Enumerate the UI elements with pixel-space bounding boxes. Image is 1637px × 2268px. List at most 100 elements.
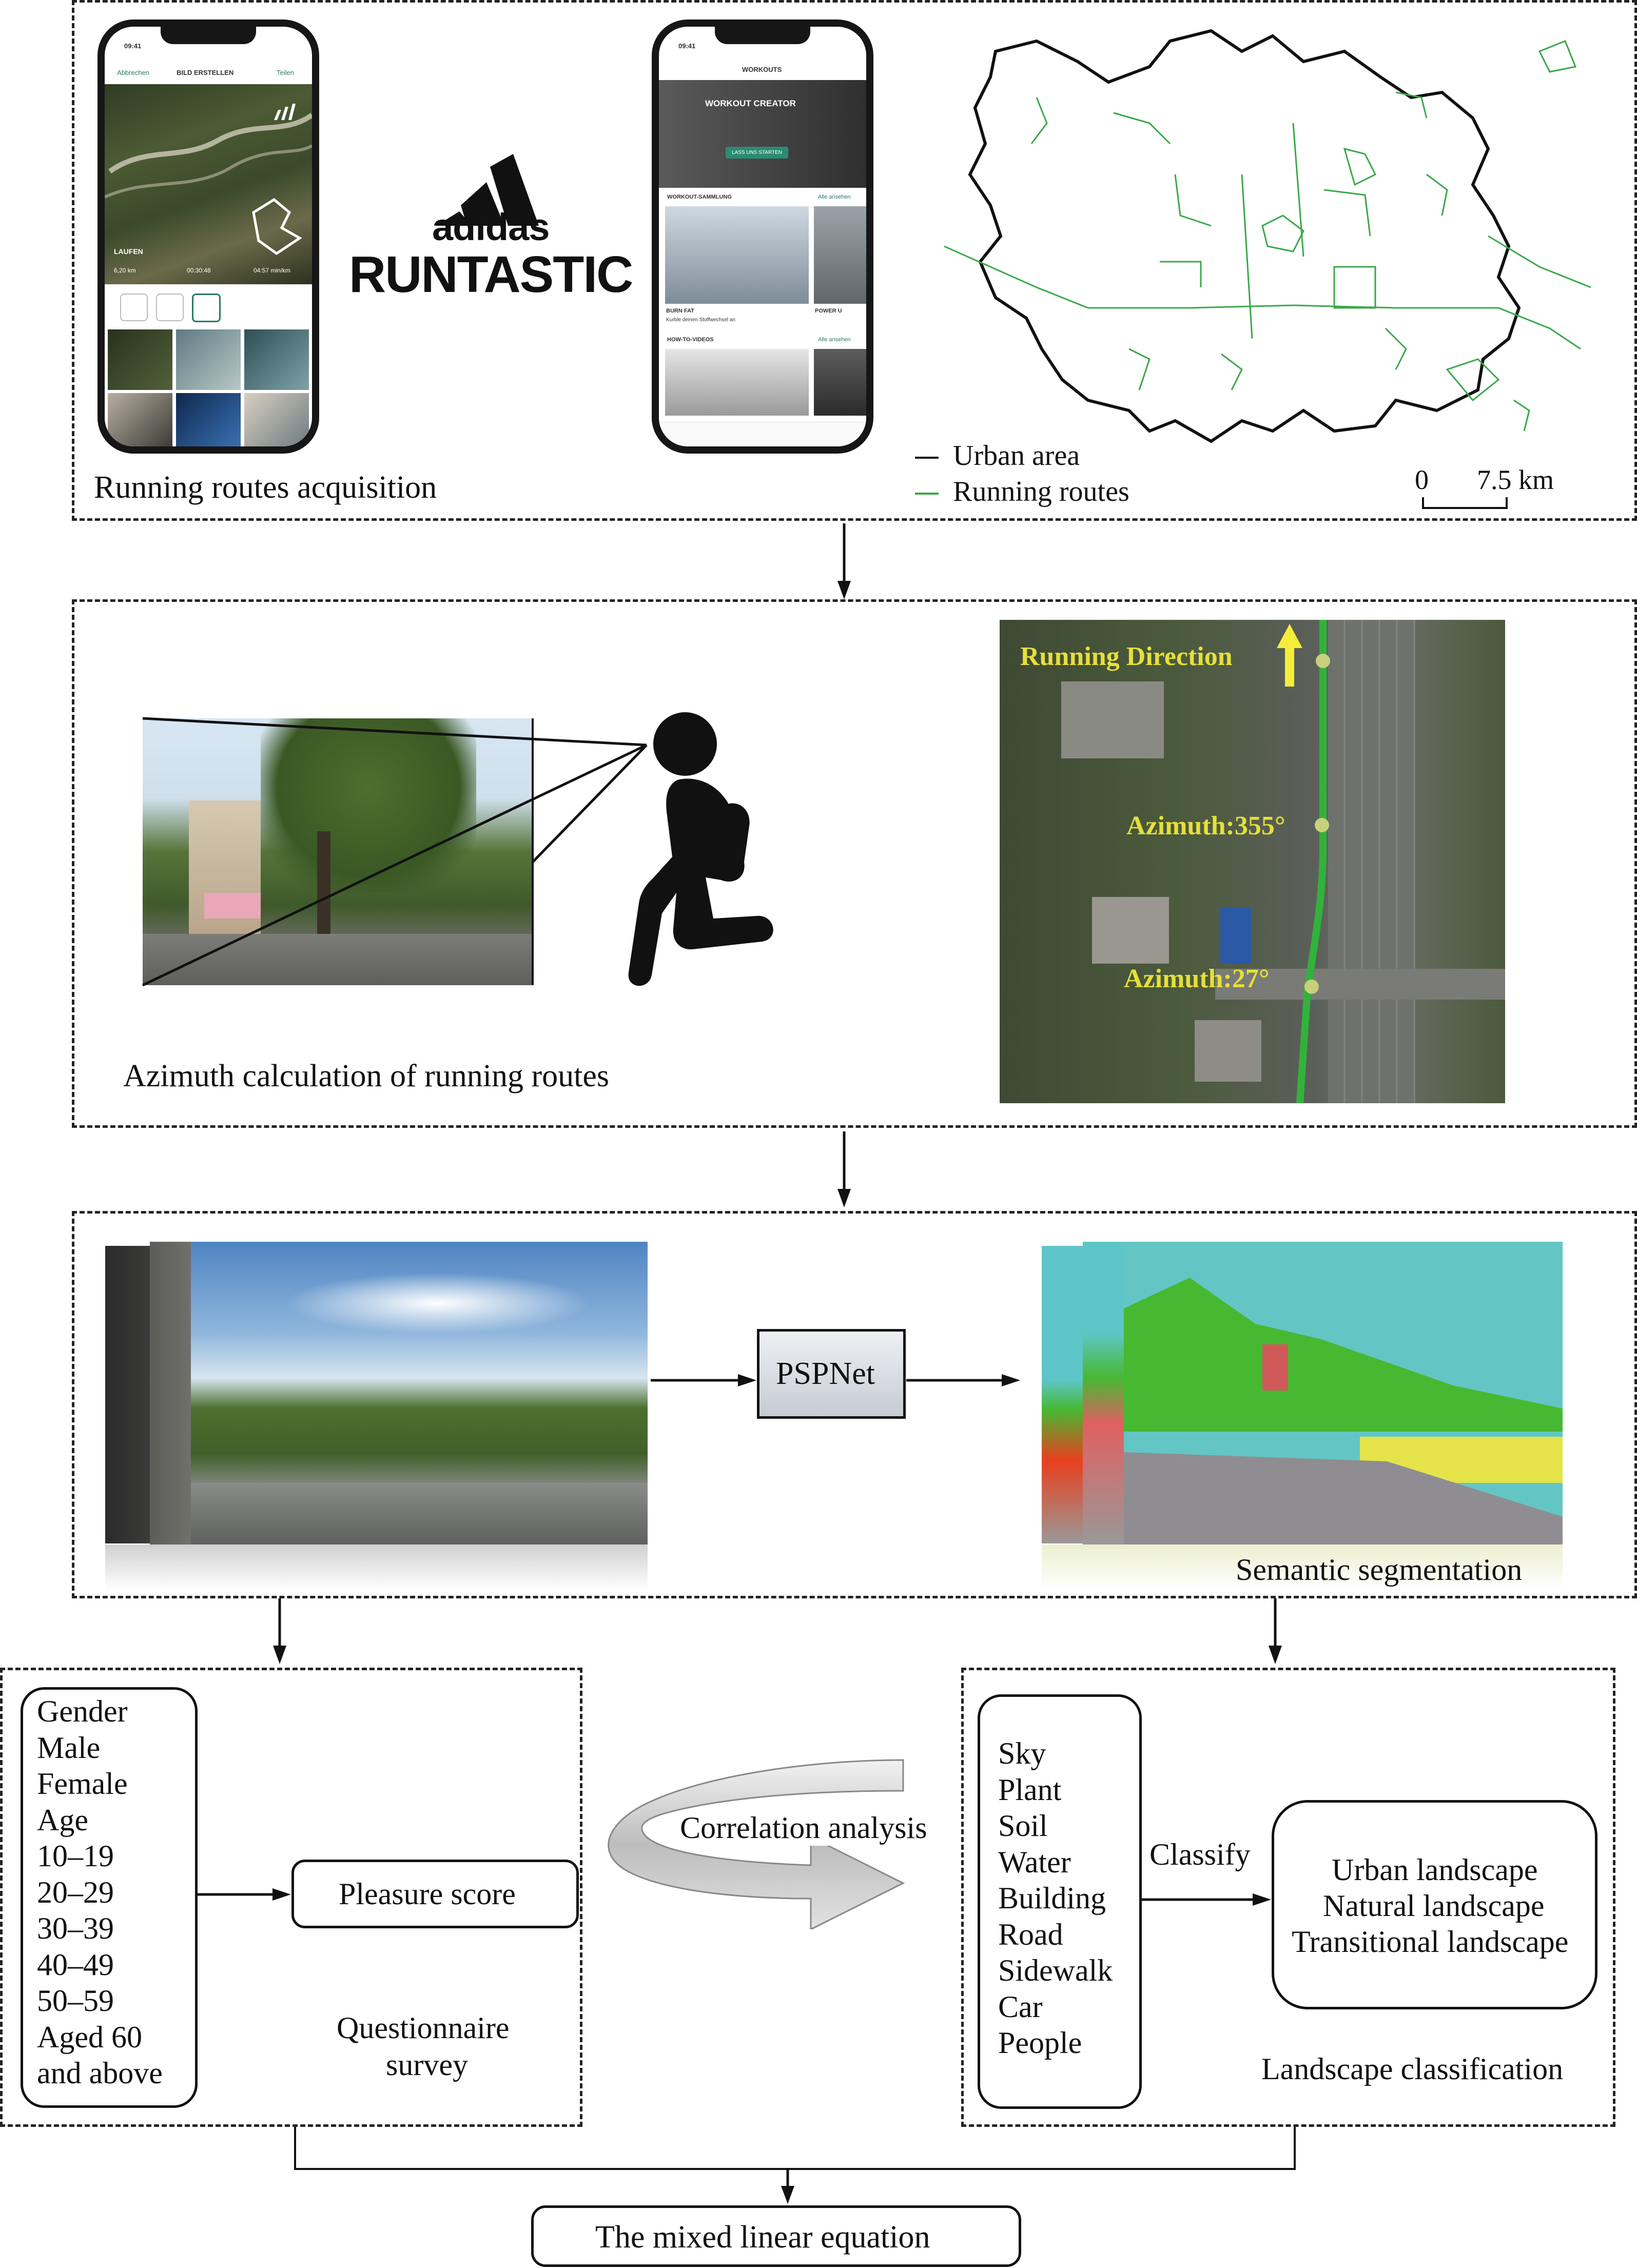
seg-image-front <box>1124 1242 1563 1544</box>
card1-subtitle: Kurble deinen Stoffwechsel an <box>666 317 735 323</box>
stat-duration: 00:30:48 <box>187 267 211 274</box>
runner-icon <box>628 712 773 986</box>
sports-court <box>1220 907 1251 964</box>
shop-sign <box>204 893 261 918</box>
demographics-list: Gender Male Female Age 10–19 20–29 30–39… <box>37 1693 163 2091</box>
collection-link: Alle ansehen <box>818 194 851 200</box>
arrow-to-segmentation <box>906 1374 1020 1386</box>
hero-title: WORKOUT CREATOR <box>705 99 796 108</box>
pspnet-box <box>757 1329 906 1419</box>
demo-age-60-line1: Aged 60 <box>37 2020 142 2054</box>
nav-cancel: Abbrechen <box>117 69 149 76</box>
classes-box <box>978 1694 1142 2109</box>
stat-distance: 6,20 km <box>114 267 136 274</box>
flow-arrow-left <box>273 1598 286 1664</box>
hero-start-button: LASS UNS STARTEN <box>726 147 788 159</box>
running-direction-label: Running Direction <box>1020 642 1233 671</box>
demo-age-30-39: 30–39 <box>37 1911 114 1945</box>
survey-caption-line1: Questionnaire <box>337 2011 510 2045</box>
routes-acquisition-panel <box>72 0 1637 521</box>
highway <box>1328 620 1415 1103</box>
card2-title: POWER U <box>815 308 842 314</box>
class-people: People <box>998 2026 1082 2060</box>
landscape-caption: Landscape classification <box>1261 2052 1564 2086</box>
satellite-image <box>1000 620 1505 1103</box>
landscape-natural: Natural landscape <box>1323 1889 1545 1923</box>
demo-age-40-49: 40–49 <box>37 1947 114 1982</box>
workout-card-2 <box>814 206 866 304</box>
legend-label-urban: Urban area <box>953 440 1080 472</box>
class-plant: Plant <box>998 1772 1062 1807</box>
thumb-5 <box>176 393 241 446</box>
arrow-to-pleasure <box>198 1888 291 1901</box>
videos-heading: HOW-TO-VIDEOS <box>667 337 714 343</box>
class-road: Road <box>998 1917 1063 1951</box>
image-icon <box>120 294 148 321</box>
landscape-urban: Urban landscape <box>1332 1853 1538 1887</box>
layout-icon <box>192 294 221 322</box>
stat-pace: 04:57 min/km <box>254 267 291 274</box>
classes-list: Sky Plant Soil Water Building Road Sidew… <box>998 1735 1113 2061</box>
flow-arrow-right <box>1269 1598 1282 1664</box>
class-sidewalk: Sidewalk <box>998 1953 1113 1987</box>
building-block-3 <box>1195 1020 1261 1082</box>
arrow-to-landscape <box>1142 1893 1271 1906</box>
arrow-to-pspnet <box>651 1374 756 1386</box>
seg-building <box>1262 1344 1288 1391</box>
videos-link: Alle ansehen <box>818 337 851 343</box>
card1-title: BURN FAT <box>666 308 694 314</box>
building-facade <box>189 800 261 954</box>
road-lane <box>191 1483 648 1544</box>
demo-age-10-19: 10–19 <box>37 1839 114 1873</box>
sticker-icon <box>156 294 184 321</box>
demo-age-60-line2: and above <box>37 2056 163 2090</box>
workout-card-1 <box>665 206 809 304</box>
demographics-box <box>21 1687 198 2108</box>
street-view-photo <box>143 718 533 985</box>
thumb-2 <box>176 329 241 390</box>
route-overlay <box>1277 620 1330 1103</box>
landscape-panel <box>961 1668 1615 2127</box>
thumb-3 <box>244 329 309 390</box>
questionnaire-panel <box>0 1668 582 2127</box>
survey-caption-line2: survey <box>386 2048 468 2082</box>
route-map <box>944 29 1591 443</box>
demo-female: Female <box>37 1767 128 1801</box>
legend-line-urban <box>915 457 939 459</box>
adidas-logo <box>431 154 544 241</box>
azimuth-27-label: Azimuth:27° <box>1124 964 1270 993</box>
workouts-header: WORKOUTS <box>742 66 782 73</box>
correlation-arrow <box>608 1759 905 1929</box>
demo-age-50-59: 50–59 <box>37 1984 114 2018</box>
thumb-6 <box>244 393 309 446</box>
tree-canopy <box>261 718 476 893</box>
stage2-caption: Azimuth calculation of running routes <box>123 1059 609 1093</box>
correlation-label: Correlation analysis <box>680 1810 927 1846</box>
phone-time: 09:41 <box>678 42 696 50</box>
cloud-streak <box>283 1273 591 1334</box>
classify-label: Classify <box>1149 1837 1251 1871</box>
demo-age-20-29: 20–29 <box>37 1875 114 1909</box>
nav-share: Teilen <box>277 69 294 76</box>
flow-arrow-1 <box>837 523 851 599</box>
demo-gender: Gender <box>37 1694 128 1728</box>
nav-title: BILD ERSTELLEN <box>177 69 234 76</box>
phone-workouts-screen: 09:41 WORKOUTS WORKOUT CREATOR LASS UNS … <box>652 19 873 454</box>
azimuth-355-label: Azimuth:355° <box>1126 811 1285 840</box>
class-soil: Soil <box>998 1809 1048 1843</box>
road-surface <box>143 934 533 985</box>
class-building: Building <box>998 1881 1106 1915</box>
street-image-reflection <box>105 1544 648 1591</box>
legend-label-routes: Running routes <box>953 476 1129 507</box>
view-frustum <box>142 717 648 987</box>
class-sky: Sky <box>998 1736 1046 1770</box>
tab-bar <box>659 422 866 446</box>
video-card-2 <box>814 349 866 416</box>
brand-name-runtastic: RUNTASTIC <box>349 246 633 303</box>
building-block-2 <box>1092 897 1169 964</box>
cross-road <box>1215 969 1505 1000</box>
legend-line-routes <box>915 493 939 495</box>
landscape-types-box <box>1272 1800 1597 2009</box>
phone-time: 09:41 <box>124 42 142 50</box>
street-image-front <box>191 1242 648 1544</box>
